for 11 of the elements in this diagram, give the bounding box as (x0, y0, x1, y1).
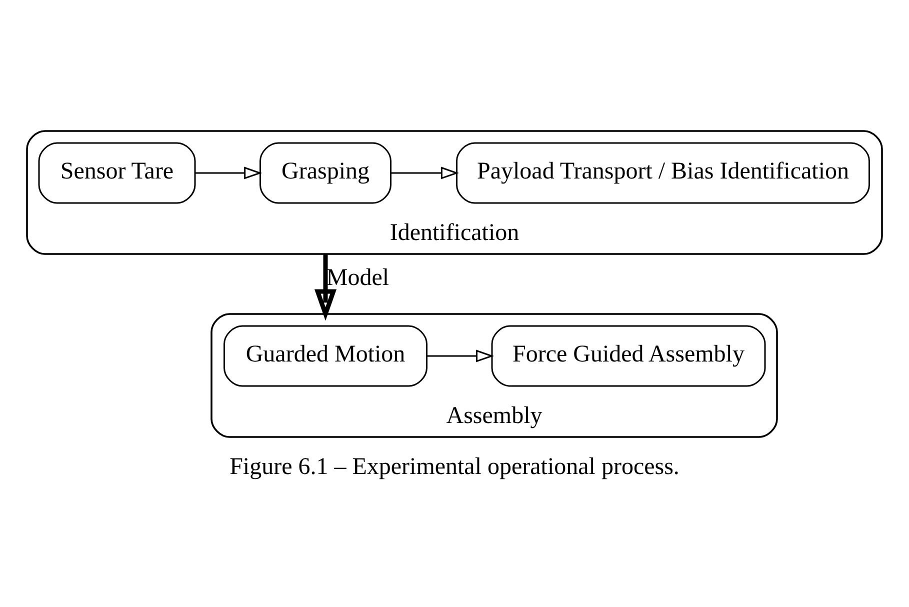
arrow (195, 166, 262, 180)
node-box: Grasping (260, 142, 392, 204)
node-box: Force Guided Assembly (491, 325, 766, 387)
node-box: Sensor Tare (38, 142, 196, 204)
node-box: Payload Transport / Bias Identification (456, 142, 870, 204)
arrow (390, 166, 459, 180)
edge-label: Model (326, 265, 390, 292)
caption: Figure 6.1 – Experimental operational process. (230, 454, 680, 480)
arrow (314, 254, 337, 321)
arrow (427, 350, 494, 362)
node-box: Guarded Motion (224, 325, 428, 387)
